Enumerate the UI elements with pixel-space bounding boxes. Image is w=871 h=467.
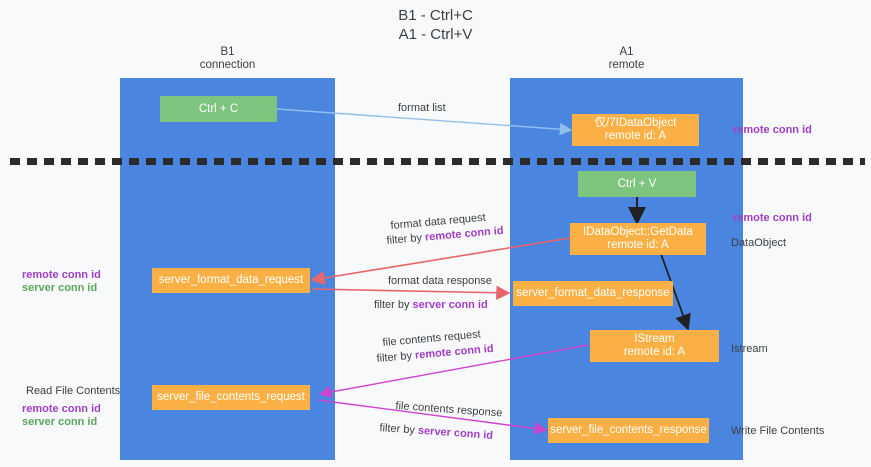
annotation-dataobject: DataObject	[731, 237, 787, 249]
filter-key-server-conn-id: server conn id	[417, 424, 494, 442]
edge-format-data-response	[311, 285, 511, 300]
annotation-left-remote-conn-id-2: remote conn id	[22, 403, 101, 415]
edge-label-format-data-response: format data response	[388, 275, 492, 287]
annotation-remote-conn-id-top: remote conn id	[733, 124, 812, 136]
annotation-left-server-conn-id-2: server conn id	[22, 416, 98, 428]
annotation-istream: Istream	[731, 343, 768, 355]
column-header-a1: A1 remote	[608, 46, 645, 71]
node-idataobject-getdata[interactable]: IDataObject::GetData remote id: A	[570, 223, 706, 255]
column-header-b1: B1 connection	[199, 46, 256, 71]
filter-key-server-conn-id: server conn id	[412, 299, 488, 311]
node-server-format-data-response[interactable]: server_format_data_response	[513, 281, 673, 306]
annotation-left-remote-conn-id: remote conn id	[22, 269, 101, 281]
annotation-write-file-contents: Write File Contents	[731, 425, 825, 437]
annotation-left-server-conn-id: server conn id	[22, 282, 98, 294]
node-idataobject[interactable]: 仅/7IDataObject remote id: A	[572, 114, 699, 146]
edge-label-format-data-response-filter: filter by server conn id	[374, 298, 488, 313]
filter-prefix: filter by	[386, 231, 426, 247]
section-divider	[10, 158, 865, 165]
node-istream[interactable]: IStream remote id: A	[590, 330, 719, 362]
node-ctrl-c[interactable]: Ctrl + C	[160, 96, 277, 122]
page-title: B1 - Ctrl+C A1 - Ctrl+V	[398, 7, 473, 43]
annotation-remote-conn-id-mid: remote conn id	[733, 212, 812, 224]
node-ctrl-v[interactable]: Ctrl + V	[578, 171, 696, 197]
node-server-format-data-request[interactable]: server_format_data_request	[152, 268, 310, 293]
node-server-file-contents-response[interactable]: server_file_contents_response	[548, 418, 709, 443]
edge-label-file-contents-response: file contents response	[395, 399, 503, 420]
filter-prefix: filter by	[376, 349, 416, 365]
edge-label-format-list: format list	[398, 102, 446, 114]
edge-label-file-contents-response-filter: filter by server conn id	[379, 421, 493, 444]
filter-prefix: filter by	[379, 421, 419, 437]
annotation-read-file-contents: Read File Contents	[26, 385, 121, 397]
node-server-file-contents-request[interactable]: server_file_contents_request	[152, 385, 310, 410]
filter-prefix: filter by	[374, 299, 413, 311]
